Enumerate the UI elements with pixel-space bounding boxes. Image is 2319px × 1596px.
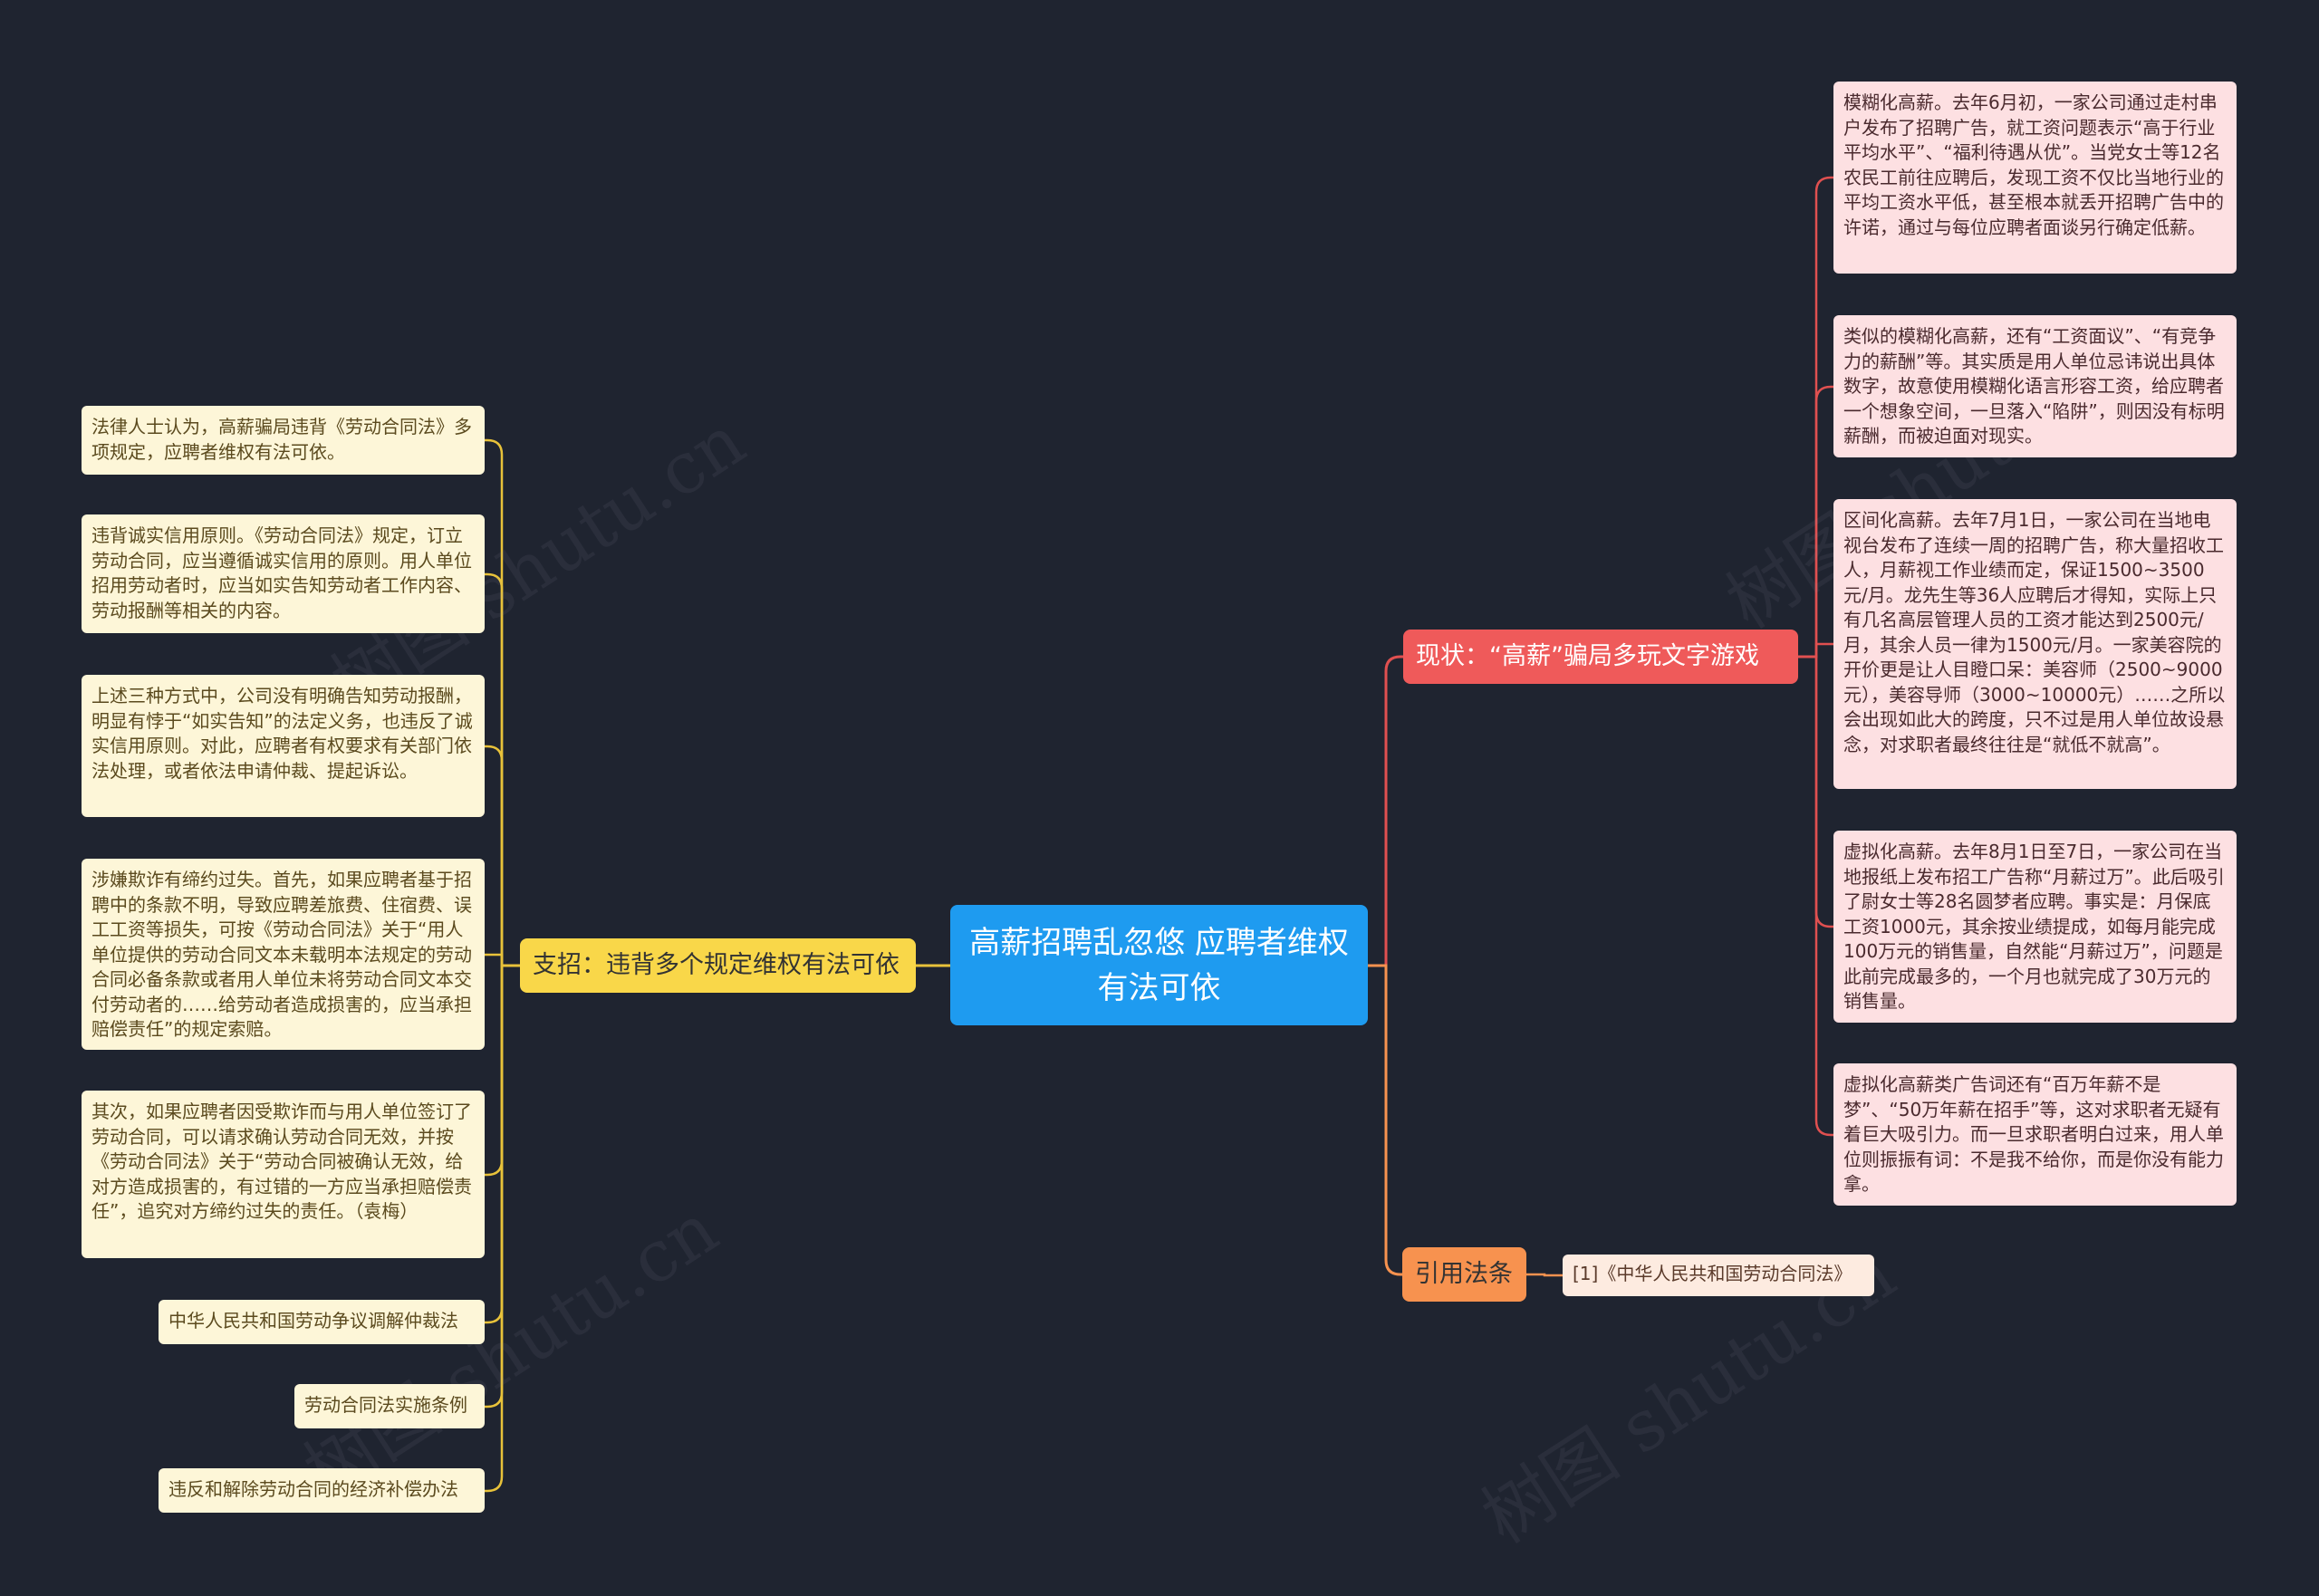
tips-leaf-4[interactable]: 涉嫌欺诈有缔约过失。首先，如果应聘者基于招聘中的条款不明，导致应聘差旅费、住宿费…	[82, 859, 485, 1050]
tips-leaf-7[interactable]: 劳动合同法实施条例	[294, 1384, 485, 1428]
status-leaf-3[interactable]: 区间化高薪。去年7月1日，一家公司在当地电视台发布了连续一周的招聘广告，称大量招…	[1833, 499, 2237, 789]
branch-tips[interactable]: 支招：违背多个规定维权有法可依	[520, 938, 916, 993]
branch-law[interactable]: 引用法条	[1402, 1247, 1526, 1302]
link-law-leaf-1	[1526, 1273, 1563, 1277]
tips-leaf-1[interactable]: 法律人士认为，高薪骗局违背《劳动合同法》多项规定，应聘者维权有法可依。	[82, 406, 485, 475]
link-tips-leaf-4	[485, 953, 520, 967]
branch-status[interactable]: 现状：“高薪”骗局多玩文字游戏	[1403, 630, 1798, 684]
status-leaf-text: 虚拟化高薪类广告词还有“百万年薪不是梦”、“50万年薪在招手”等，这对求职者无疑…	[1843, 1073, 2224, 1195]
branch-law-label: 引用法条	[1415, 1260, 1513, 1288]
law-leaf-text: [1]《中华人民共和国劳动合同法》	[1573, 1263, 1852, 1284]
tips-leaf-5[interactable]: 其次，如果应聘者因受欺诈而与用人单位签订了劳动合同，可以请求确认劳动合同无效，并…	[82, 1091, 485, 1258]
law-leaf-1[interactable]: [1]《中华人民共和国劳动合同法》	[1563, 1255, 1874, 1296]
tips-leaf-text: 中华人民共和国劳动争议调解仲裁法	[168, 1310, 458, 1332]
link-tips-leaf-8	[485, 964, 520, 1493]
status-leaf-text: 类似的模糊化高薪，还有“工资面议”、“有竞争力的薪酬”等。其实质是用人单位忌讳说…	[1843, 325, 2225, 447]
status-leaf-text: 虚拟化高薪。去年8月1日至7日，一家公司在当地报纸上发布招工广告称“月薪过万”。…	[1843, 841, 2225, 1012]
tips-leaf-text: 违背诚实信用原则。《劳动合同法》规定，订立劳动合同，应当遵循诚实信用的原则。用人…	[91, 524, 472, 621]
link-tips-leaf-1	[485, 438, 520, 967]
tips-leaf-3[interactable]: 上述三种方式中，公司没有明确告知劳动报酬，明显有悖于“如实告知”的法定义务，也违…	[82, 675, 485, 817]
branch-tips-label: 支招：违背多个规定维权有法可依	[533, 951, 900, 979]
branch-status-label: 现状：“高薪”骗局多玩文字游戏	[1416, 642, 1759, 670]
tips-leaf-2[interactable]: 违背诚实信用原则。《劳动合同法》规定，订立劳动合同，应当遵循诚实信用的原则。用人…	[82, 514, 485, 633]
link-tips-leaf-3	[485, 745, 520, 967]
tips-leaf-text: 上述三种方式中，公司没有明确告知劳动报酬，明显有悖于“如实告知”的法定义务，也违…	[91, 685, 473, 782]
tips-leaf-text: 法律人士认为，高薪骗局违背《劳动合同法》多项规定，应聘者维权有法可依。	[91, 416, 472, 463]
root-topic-label: 高薪招聘乱忽悠 应聘者维权有法可依	[969, 925, 1349, 1006]
tips-leaf-text: 劳动合同法实施条例	[304, 1394, 467, 1416]
link-status-leaf-1	[1798, 176, 1833, 659]
tips-leaf-text: 违反和解除劳动合同的经济补偿办法	[168, 1478, 458, 1500]
tips-leaf-6[interactable]: 中华人民共和国劳动争议调解仲裁法	[159, 1300, 485, 1344]
tips-leaf-text: 涉嫌欺诈有缔约过失。首先，如果应聘者基于招聘中的条款不明，导致应聘差旅费、住宿费…	[91, 869, 472, 1040]
link-status-leaf-5	[1798, 655, 1833, 1137]
status-leaf-text: 区间化高薪。去年7月1日，一家公司在当地电视台发布了连续一周的招聘广告，称大量招…	[1843, 509, 2226, 755]
status-leaf-2[interactable]: 类似的模糊化高薪，还有“工资面议”、“有竞争力的薪酬”等。其实质是用人单位忌讳说…	[1833, 315, 2237, 457]
status-leaf-4[interactable]: 虚拟化高薪。去年8月1日至7日，一家公司在当地报纸上发布招工广告称“月薪过万”。…	[1833, 831, 2237, 1023]
tips-leaf-8[interactable]: 违反和解除劳动合同的经济补偿办法	[159, 1468, 485, 1513]
status-leaf-text: 模糊化高薪。去年6月初，一家公司通过走村串户发布了招聘广告，就工资问题表示“高于…	[1843, 91, 2224, 238]
root-topic[interactable]: 高薪招聘乱忽悠 应聘者维权有法可依	[950, 905, 1368, 1025]
link-status-leaf-2	[1798, 385, 1833, 659]
status-leaf-5[interactable]: 虚拟化高薪类广告词还有“百万年薪不是梦”、“50万年薪在招手”等，这对求职者无疑…	[1833, 1063, 2237, 1206]
link-root-status	[1368, 655, 1403, 967]
tips-leaf-text: 其次，如果应聘者因受欺诈而与用人单位签订了劳动合同，可以请求确认劳动合同无效，并…	[91, 1101, 472, 1222]
status-leaf-1[interactable]: 模糊化高薪。去年6月初，一家公司通过走村串户发布了招聘广告，就工资问题表示“高于…	[1833, 82, 2237, 274]
link-root-law	[1368, 964, 1402, 1276]
link-status-leaf-3	[1798, 642, 1833, 659]
link-tips-leaf-2	[485, 572, 520, 967]
